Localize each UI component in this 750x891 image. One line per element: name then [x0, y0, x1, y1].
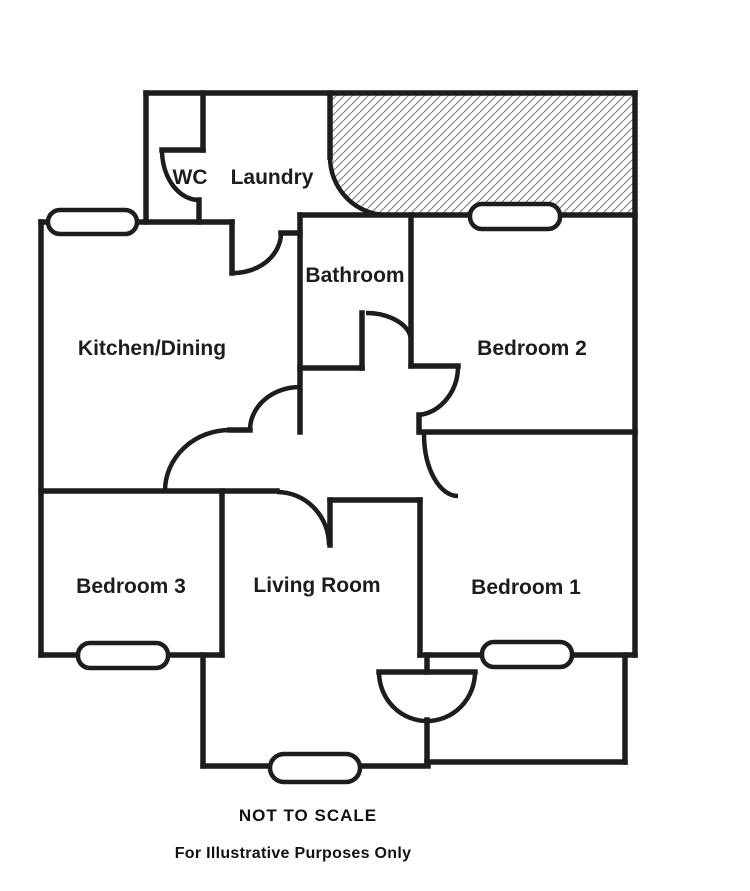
scale-note: NOT TO SCALE: [239, 806, 377, 825]
room-label-bedroom3: Bedroom 3: [76, 575, 186, 598]
hatched-area: [330, 93, 635, 215]
door-arc-laundry-hatch: [327, 156, 388, 218]
room-label-living: Living Room: [253, 574, 380, 597]
disclaimer-note: For Illustrative Purposes Only: [175, 845, 412, 862]
window-kitchen: [45, 207, 140, 237]
door-arc-front-entrance: [376, 671, 478, 724]
door-arc-hallway: [247, 384, 301, 431]
door-arcs: [159, 149, 478, 724]
room-label-laundry: Laundry: [231, 166, 314, 189]
room-label-bathroom: Bathroom: [305, 264, 404, 287]
door-arc-wc: [159, 149, 200, 203]
door-arc-kitchen: [162, 427, 231, 492]
window-bedroom1: [479, 639, 575, 670]
room-label-bedroom1: Bedroom 1: [471, 576, 581, 599]
window-bedroom2: [467, 201, 563, 232]
windows: [45, 201, 575, 785]
room-label-bedroom2: Bedroom 2: [477, 337, 587, 360]
room-labels: WC Laundry Bathroom Kitchen/Dining Bedro…: [76, 166, 587, 599]
door-arc-bedroom1: [421, 433, 459, 499]
room-label-wc: WC: [173, 166, 208, 189]
door-arc-living: [276, 489, 332, 546]
door-arc-laundry-hall: [231, 232, 284, 276]
room-label-kitchen: Kitchen/Dining: [78, 337, 226, 360]
door-arc-bathroom: [365, 310, 414, 342]
window-bedroom3: [75, 640, 171, 671]
window-living: [267, 751, 363, 785]
door-arc-bedroom2: [418, 365, 461, 418]
